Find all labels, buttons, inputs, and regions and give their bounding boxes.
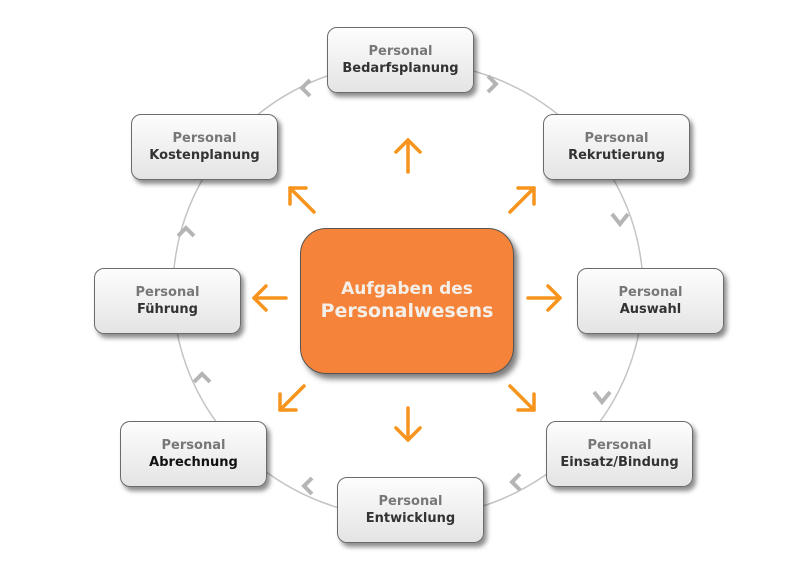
node-label-prefix: Personal <box>587 438 652 453</box>
arrow-up-icon <box>394 138 422 174</box>
arrow-down-left-icon <box>278 384 306 412</box>
node-label: Führung <box>137 302 198 317</box>
node-label-prefix: Personal <box>135 285 200 300</box>
node-label-prefix: Personal <box>378 494 443 509</box>
central-topic-line1: Aufgaben des <box>341 279 473 299</box>
chevron-icon <box>509 472 522 492</box>
node-label: Kostenplanung <box>149 148 260 163</box>
chevron-icon <box>610 212 630 228</box>
arrows <box>252 138 562 442</box>
node-kostenplanung: Personal Kostenplanung <box>131 114 278 180</box>
arrow-left-icon <box>252 284 288 312</box>
node-label: Einsatz/Bindung <box>560 455 679 470</box>
chevron-icon <box>486 74 499 94</box>
arrow-right-icon <box>526 284 562 312</box>
chevron-icon <box>299 78 312 98</box>
chevron-icon <box>592 390 612 406</box>
node-einsatz-bindung: Personal Einsatz/Bindung <box>546 421 693 487</box>
chevron-icon <box>192 371 212 384</box>
node-bedarfsplanung: Personal Bedarfsplanung <box>327 27 474 93</box>
node-label: Entwicklung <box>365 511 456 526</box>
arrow-down-icon <box>394 406 422 442</box>
node-abrechnung: Personal Abrechnung <box>120 421 267 487</box>
node-label-prefix: Personal <box>161 438 226 453</box>
central-topic: Aufgaben des Personalwesens <box>300 228 514 374</box>
arrow-up-right-icon <box>508 186 536 214</box>
node-label-prefix: Personal <box>584 131 649 146</box>
node-label: Bedarfsplanung <box>342 61 459 76</box>
node-label-prefix: Personal <box>172 131 237 146</box>
node-label-prefix: Personal <box>618 285 683 300</box>
node-fuehrung: Personal Führung <box>94 268 241 334</box>
chevron-icon <box>301 476 314 496</box>
node-label: Abrechnung <box>149 455 238 470</box>
cycle-chevrons <box>176 74 630 496</box>
node-auswahl: Personal Auswahl <box>577 268 724 334</box>
node-label-prefix: Personal <box>368 44 433 59</box>
arrow-up-left-icon <box>288 186 316 214</box>
chevron-icon <box>176 225 196 238</box>
node-entwicklung: Personal Entwicklung <box>337 477 484 543</box>
arrow-down-right-icon <box>508 384 536 412</box>
node-label: Rekrutierung <box>568 148 665 163</box>
central-topic-line2: Personalwesens <box>320 300 494 322</box>
node-rekrutierung: Personal Rekrutierung <box>543 114 690 180</box>
node-label: Auswahl <box>619 302 682 317</box>
